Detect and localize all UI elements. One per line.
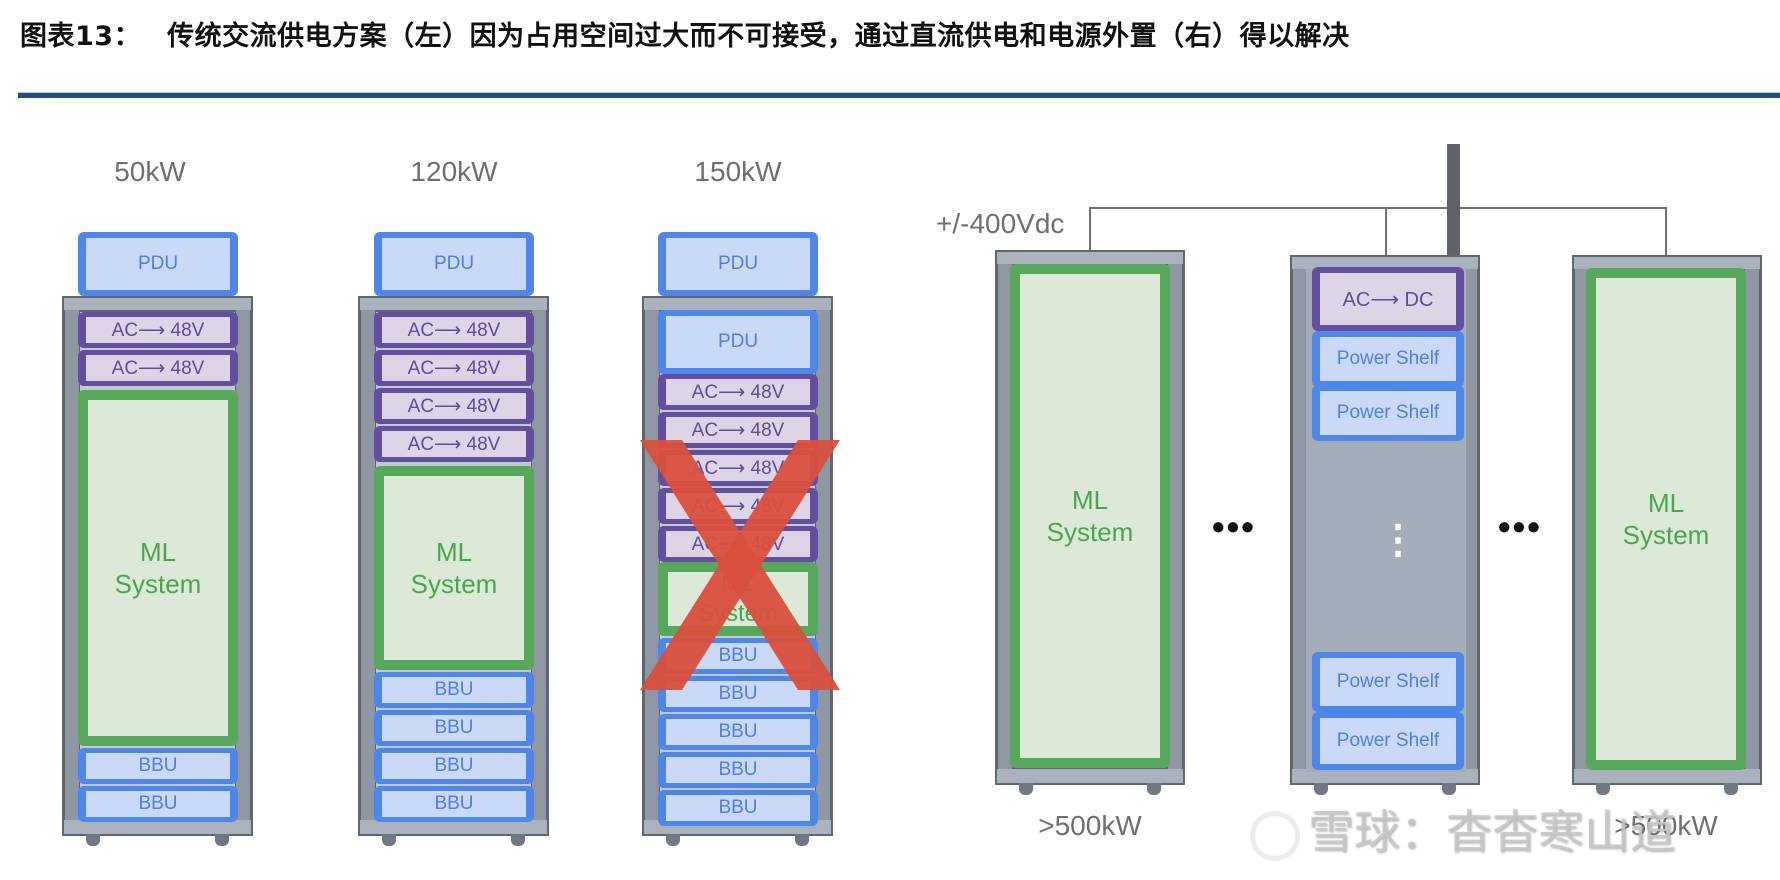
ac-48v-module: AC⟶ 48V [374,350,534,386]
top-pdu: PDU [658,232,818,296]
bbu-module: BBU [78,748,238,784]
main-feed-bar [1447,144,1460,266]
watermark: 雪球：杳杳寒山道 [1250,796,1676,862]
rack-power-label: >500kW [1038,810,1142,841]
bbu-module: BBU [78,786,238,822]
power-shelf-module: Power Shelf [1312,385,1464,441]
bbu-module: BBU [658,752,818,788]
dc-bus-label: +/-400Vdc [936,208,1065,239]
watermark-logo-icon [1250,810,1300,861]
bbu-module: BBU [374,672,534,708]
top-pdu: PDU [78,232,238,296]
top-pdu: PDU [374,232,534,296]
continuation-dots-icon: ⋮ [1378,518,1418,562]
reject-x-mark [640,440,840,690]
ac-48v-module: AC⟶ 48V [374,426,534,462]
bbu-module: BBU [374,786,534,822]
ellipsis-icon: ••• [1498,506,1542,547]
ac-48v-module: AC⟶ 48V [658,412,818,448]
pdu-label: PDU [86,238,230,290]
power-shelf-module: Power Shelf [1312,652,1464,712]
rack-power-label: 120kW [410,156,498,187]
figure-title: 图表13： 传统交流供电方案（左）因为占用空间过大而不可接受，通过直流供电和电源外… [20,14,1350,53]
bbu-module: BBU [658,790,818,826]
ellipsis-icon: ••• [1212,506,1256,547]
rack-power-label: 50kW [114,156,186,187]
bbu-module: BBU [374,748,534,784]
ac-48v-module: AC⟶ 48V [78,312,238,348]
bbu-module: BBU [374,710,534,746]
ac-48v-module: AC⟶ 48V [658,374,818,410]
figure-caption: 传统交流供电方案（左）因为占用空间过大而不可接受，通过直流供电和电源外置（右）得… [167,21,1350,52]
title-divider [18,92,1780,98]
rack-power-label: 150kW [694,156,782,187]
rack-power-label: >500kW [1614,810,1718,841]
ac-dc-module: AC⟶ DC [1312,267,1464,331]
ac-48v-module: AC⟶ 48V [374,312,534,348]
power-shelf-module: Power Shelf [1312,712,1464,770]
ac-48v-module: AC⟶ 48V [78,350,238,386]
ac-48v-module: AC⟶ 48V [374,388,534,424]
bbu-module: BBU [658,676,818,712]
figure-number: 图表13： [20,21,142,52]
bbu-module: BBU [658,714,818,750]
power-shelf-module: Power Shelf [1312,331,1464,387]
dc-bus-lines [1089,144,1667,270]
inner-pdu-module: PDU [658,310,818,374]
